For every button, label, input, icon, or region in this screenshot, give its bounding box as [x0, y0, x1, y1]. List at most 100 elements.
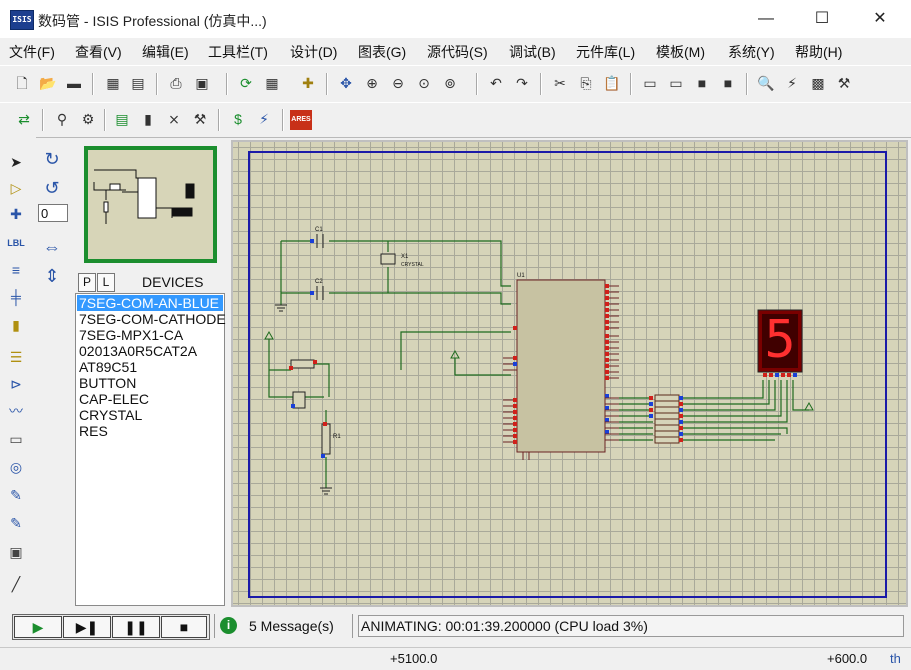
graph-icon[interactable]: 〰 — [9, 403, 23, 419]
grid-icon[interactable]: ▦ — [265, 75, 279, 91]
junction-dot-icon[interactable]: ✚ — [10, 206, 22, 222]
separator — [226, 73, 228, 95]
pick-device-button[interactable]: P — [78, 273, 96, 292]
pick-device-icon[interactable]: 🔍 — [757, 75, 775, 91]
copy-icon[interactable]: ⎘ — [580, 75, 592, 91]
main-toolbar: 🗋 📂 ▬ ▦ ▤ ⎙ ▣ ⟳ ▦ ✚ ✥ ⊕ ⊖ ⊙ ⊚ ↶ ↷ ✂ ⎘ 📋 … — [0, 65, 911, 103]
menu-system[interactable]: 系统(Y) — [728, 44, 775, 60]
device-item[interactable]: RES — [79, 423, 108, 439]
menu-help[interactable]: 帮助(H) — [795, 44, 843, 60]
menu-template[interactable]: 模板(M) — [656, 44, 705, 60]
save-icon[interactable]: ▬ — [67, 75, 81, 91]
overview-window[interactable] — [84, 146, 217, 263]
terminal-icon[interactable]: ☰ — [9, 349, 23, 365]
component-mode-icon[interactable]: ▷ — [10, 180, 22, 196]
rotation-angle-input[interactable]: 0 — [38, 204, 68, 222]
menu-source[interactable]: 源代码(S) — [427, 44, 488, 60]
device-item[interactable]: 02013A0R5CAT2A — [79, 343, 198, 359]
zoom-area-icon[interactable]: ⊚ — [444, 75, 456, 91]
electrical-check-icon[interactable]: ⨯ — [168, 111, 180, 127]
pause-button[interactable]: ❚❚ — [112, 616, 160, 638]
zoom-out-icon[interactable]: ⊖ — [392, 75, 404, 91]
wire-autorouter-icon[interactable]: ⇄ — [18, 111, 30, 127]
voltage-probe-icon[interactable]: ✎ — [10, 487, 22, 503]
zoom-all-icon[interactable]: ⊙ — [418, 75, 430, 91]
package-icon[interactable]: ▩ — [811, 75, 825, 91]
device-item[interactable]: 7SEG-COM-AN-BLUE — [79, 295, 220, 311]
block-delete-icon[interactable]: ■ — [723, 75, 733, 91]
menu-edit[interactable]: 编辑(E) — [142, 44, 189, 60]
import-icon[interactable]: ▦ — [106, 75, 120, 91]
netlist-icon[interactable]: ▤ — [115, 111, 129, 127]
origin-icon[interactable]: ✚ — [302, 75, 314, 91]
export-icon[interactable]: ▤ — [131, 75, 145, 91]
search-icon[interactable]: ⚲ — [56, 111, 68, 127]
menu-toolbars[interactable]: 工具栏(T) — [208, 44, 268, 60]
zoom-in-icon[interactable]: ⊕ — [366, 75, 378, 91]
property-tool-icon[interactable]: ⚙ — [81, 111, 95, 127]
device-item[interactable]: AT89C51 — [79, 359, 138, 375]
open-folder-icon[interactable]: 📂 — [39, 75, 57, 91]
device-item[interactable]: 7SEG-COM-CATHODE — [79, 311, 226, 327]
vcc-terminal — [804, 401, 814, 411]
rotate-anticlockwise-icon[interactable]: ↺ — [44, 178, 60, 198]
menu-design[interactable]: 设计(D) — [290, 44, 338, 60]
schematic-sheet[interactable]: C1 C2 X1 CRYSTAL R1 U1 — [233, 142, 906, 605]
device-item[interactable]: 7SEG-MPX1-CA — [79, 327, 184, 343]
stop-button[interactable]: ■ — [161, 616, 207, 638]
menu-debug[interactable]: 调试(B) — [509, 44, 556, 60]
print-icon[interactable]: ⎙ — [170, 75, 182, 91]
current-probe-icon[interactable]: ✎ — [10, 515, 22, 531]
mirror-horizontal-icon[interactable]: ⇔ — [43, 237, 61, 257]
separator — [326, 73, 328, 95]
info-icon[interactable]: i — [220, 617, 237, 634]
generator-icon[interactable]: ◎ — [9, 459, 23, 475]
display-pin-markers — [763, 373, 791, 377]
devices-list[interactable]: 7SEG-COM-AN-BLUE 7SEG-COM-CATHODE 7SEG-M… — [75, 293, 226, 606]
block-move-icon[interactable]: ▭ — [669, 75, 683, 91]
bom-dollar-icon[interactable]: $ — [234, 111, 242, 127]
redo-icon[interactable]: ↷ — [516, 75, 528, 91]
unit-label[interactable]: th — [890, 651, 901, 666]
library-manager-button[interactable]: L — [97, 273, 115, 292]
virtual-instrument-icon[interactable]: ▣ — [9, 544, 23, 560]
design-explorer-icon[interactable]: ⚒ — [193, 111, 207, 127]
decompose-icon[interactable]: ⚒ — [837, 75, 851, 91]
menu-file[interactable]: 文件(F) — [9, 44, 55, 60]
device-pin-icon[interactable]: ⊳ — [10, 376, 22, 392]
bill-of-materials-icon[interactable]: ▮ — [144, 111, 152, 127]
text-script-icon[interactable]: ≡ — [11, 262, 21, 278]
print-area-icon[interactable]: ▣ — [195, 75, 209, 91]
menu-library[interactable]: 元件库(L) — [576, 44, 636, 60]
new-file-icon[interactable]: 🗋 — [16, 75, 28, 91]
device-item[interactable]: BUTTON — [79, 375, 137, 391]
menu-view[interactable]: 查看(V) — [75, 44, 122, 60]
bus-icon[interactable]: ╪ — [11, 289, 21, 305]
electrical-rules-icon[interactable]: ⚡ — [259, 111, 269, 127]
device-item[interactable]: CAP-ELEC — [79, 391, 150, 407]
device-item[interactable]: CRYSTAL — [79, 407, 143, 423]
rotate-clockwise-icon[interactable]: ↻ — [44, 149, 60, 169]
maximize-button[interactable]: ☐ — [814, 10, 830, 27]
paste-icon[interactable]: 📋 — [603, 75, 621, 91]
close-button[interactable]: ✕ — [873, 10, 887, 27]
message-count[interactable]: 5 Message(s) — [249, 618, 334, 634]
pan-icon[interactable]: ✥ — [340, 75, 352, 91]
subcircuit-icon[interactable]: ▮ — [12, 317, 20, 333]
ares-icon[interactable]: ARES — [290, 110, 312, 130]
refresh-icon[interactable]: ⟳ — [240, 75, 252, 91]
selection-mode-icon[interactable]: ➤ — [10, 154, 22, 170]
mirror-vertical-icon[interactable]: ⇕ — [44, 266, 60, 286]
line-icon[interactable]: ╱ — [11, 576, 21, 592]
wire-label-icon[interactable]: LBL — [7, 238, 25, 248]
make-device-icon[interactable]: ⚡ — [787, 75, 797, 91]
block-rotate-icon[interactable]: ■ — [697, 75, 707, 91]
cut-icon[interactable]: ✂ — [554, 75, 566, 91]
tape-recorder-icon[interactable]: ▭ — [9, 431, 23, 447]
undo-icon[interactable]: ↶ — [490, 75, 502, 91]
block-copy-icon[interactable]: ▭ — [643, 75, 657, 91]
step-button[interactable]: ▶❚ — [63, 616, 111, 638]
minimize-button[interactable]: — — [758, 10, 774, 27]
menu-graph[interactable]: 图表(G) — [358, 44, 407, 60]
play-button[interactable]: ▶ — [14, 616, 62, 638]
